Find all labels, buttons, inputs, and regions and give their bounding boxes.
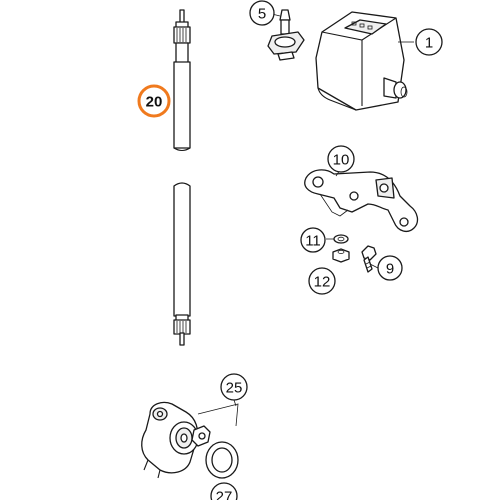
callout-label: 20: [146, 94, 163, 111]
speedometer-cable-upper: [173, 9, 191, 152]
mounting-screw: [267, 9, 305, 61]
callout-11: 11: [300, 227, 326, 253]
callout-label: 12: [314, 274, 331, 291]
callout-label: 10: [333, 152, 350, 169]
bolt: [361, 245, 377, 273]
callout-20: 20: [137, 84, 171, 118]
mounting-bracket: [304, 169, 419, 233]
callout-label: 11: [305, 233, 321, 250]
callout-label: 5: [258, 6, 266, 23]
callout-10: 10: [327, 145, 355, 173]
washer: [333, 234, 349, 244]
callout-label: 25: [226, 380, 243, 397]
speedometer-drive: [141, 401, 239, 479]
nut: [332, 248, 350, 263]
callout-9: 9: [377, 255, 403, 281]
callout-25: 25: [220, 373, 248, 401]
speedometer-cable-lower: [173, 182, 191, 346]
callout-label: 1: [425, 35, 433, 52]
callout-label: 9: [386, 261, 394, 278]
callout-12: 12: [308, 267, 336, 295]
speedometer-housing: [315, 11, 408, 111]
callout-label: 27: [216, 489, 233, 500]
callout-5: 5: [249, 0, 275, 26]
callout-27: 27: [210, 482, 238, 500]
callout-1: 1: [415, 28, 443, 56]
